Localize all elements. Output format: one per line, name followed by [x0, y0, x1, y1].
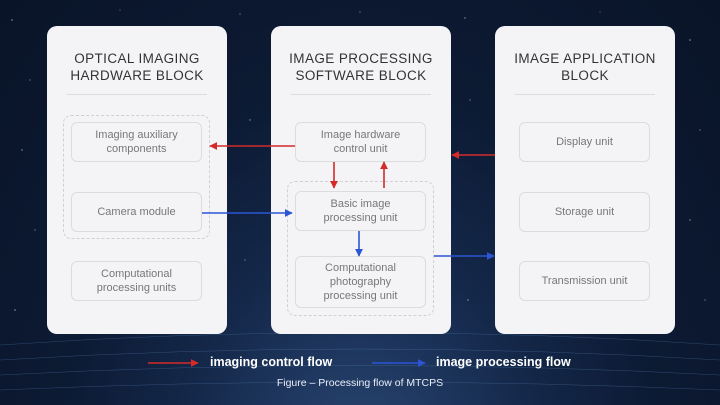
storage-unit: Storage unit	[519, 192, 650, 232]
computational-photography-processing-unit: Computational photography processing uni…	[295, 256, 426, 308]
divider	[291, 94, 431, 95]
computational-processing-units-unit: Computational processing units	[71, 261, 202, 301]
image-hardware-control-unit: Image hardware control unit	[295, 122, 426, 162]
display-unit: Display unit	[519, 122, 650, 162]
divider	[515, 94, 655, 95]
legend-control-label: imaging control flow	[210, 355, 333, 369]
software-group-outline	[287, 181, 434, 316]
software-block-title: IMAGE PROCESSING SOFTWARE BLOCK	[289, 51, 433, 83]
basic-image-processing-unit: Basic image processing unit	[295, 191, 426, 231]
application-block: IMAGE APPLICATION BLOCK Display unit Sto…	[495, 26, 675, 334]
figure-caption: Figure – Processing flow of MTCPS	[276, 377, 444, 389]
divider	[67, 94, 207, 95]
software-block: IMAGE PROCESSING SOFTWARE BLOCK Image ha…	[271, 26, 451, 334]
transmission-unit: Transmission unit	[519, 261, 650, 301]
imaging-auxiliary-components-unit: Imaging auxiliary components	[71, 122, 202, 162]
application-block-title: IMAGE APPLICATION BLOCK	[514, 51, 656, 83]
legend-processing-label: image processing flow	[436, 355, 571, 369]
hardware-block-title: OPTICAL IMAGING HARDWARE BLOCK	[70, 51, 204, 83]
hardware-group-outline	[63, 115, 210, 239]
hardware-block: OPTICAL IMAGING HARDWARE BLOCK Imaging a…	[47, 26, 227, 334]
camera-module-unit: Camera module	[71, 192, 202, 232]
